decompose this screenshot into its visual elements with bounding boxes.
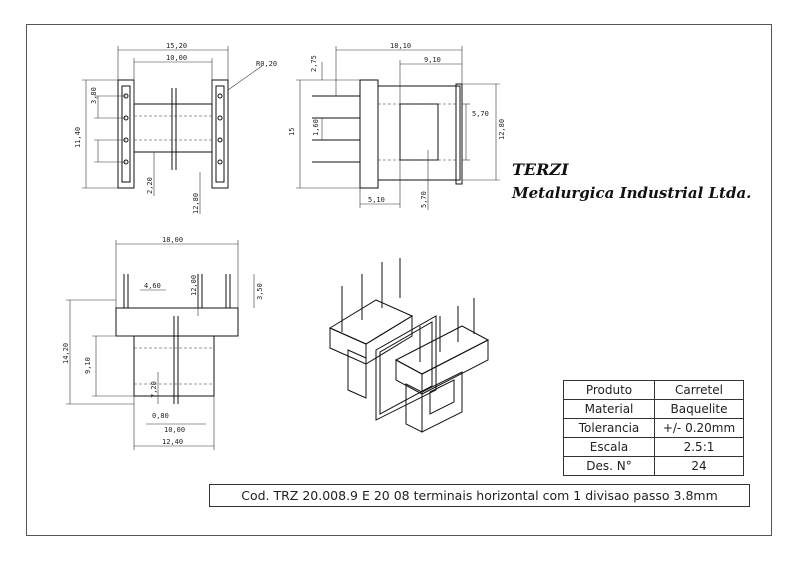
spec-value: 2.5:1 <box>654 437 744 457</box>
dim-top-height: 11,40 <box>74 127 82 148</box>
dim-top-overall: 15,20 <box>166 42 187 50</box>
dim-top-pitch: 3,80 <box>90 87 98 104</box>
dim-side-inner: 9,10 <box>424 56 441 64</box>
spec-key: Material <box>563 399 655 419</box>
spec-value: 24 <box>654 456 744 476</box>
spec-table: Produto Carretel Material Baquelite Tole… <box>563 380 744 476</box>
spec-row-material: Material Baquelite <box>563 399 744 419</box>
dim-top-gap: 2,20 <box>146 177 154 194</box>
dim-front-bottom-inner: 10,00 <box>164 426 185 434</box>
dim-top-radius: R0,20 <box>256 60 277 68</box>
dim-front-pin: 12,00 <box>190 275 198 296</box>
dim-front-left-low: 7,20 <box>150 381 158 398</box>
dim-top-pin: 12,80 <box>192 193 200 214</box>
spec-value: Baquelite <box>654 399 744 419</box>
dim-side-overall: 18,10 <box>390 42 411 50</box>
spec-key: Des. N° <box>563 456 655 476</box>
dim-front-overall: 18,00 <box>162 236 183 244</box>
spec-value: Carretel <box>654 380 744 400</box>
spec-row-tolerancia: Tolerancia +/- 0.20mm <box>563 418 744 438</box>
spec-key: Escala <box>563 437 655 457</box>
front-view: 18,00 4,60 12,00 3,50 14,20 9,10 7,20 0,… <box>62 236 264 450</box>
company-name: TERZI <box>512 160 569 179</box>
dim-front-height: 14,20 <box>62 343 70 364</box>
dim-front-slot: 0,80 <box>152 412 169 420</box>
spec-key: Produto <box>563 380 655 400</box>
dim-side-height: 15 <box>288 128 296 136</box>
product-code-line: Cod. TRZ 20.008.9 E 20 08 terminais hori… <box>209 484 750 507</box>
dim-side-window: 5,70 <box>472 110 489 118</box>
isometric-view <box>328 258 490 433</box>
dim-front-body: 9,10 <box>84 357 92 374</box>
spec-row-produto: Produto Carretel <box>563 380 744 400</box>
dim-side-right: 12,80 <box>498 119 506 140</box>
dim-side-bottom-left: 5,10 <box>368 196 385 204</box>
dim-top-inner: 10,00 <box>166 54 187 62</box>
spec-row-escala: Escala 2.5:1 <box>563 437 744 457</box>
top-view: 15,20 10,00 R0,20 3,80 11,40 2,20 12,80 <box>74 42 277 214</box>
dim-side-bottom-right: 5,70 <box>420 191 428 208</box>
dim-side-top: 2,75 <box>310 55 318 72</box>
spec-row-des-n: Des. N° 24 <box>563 456 744 476</box>
dim-front-top-right: 3,50 <box>256 283 264 300</box>
drawing-border <box>26 24 772 536</box>
dim-side-mid: 1,60 <box>312 119 320 136</box>
side-view: 18,10 9,10 2,75 15 1,60 5,70 12,80 5,10 … <box>288 42 506 210</box>
spec-key: Tolerancia <box>563 418 655 438</box>
dim-front-inner: 4,60 <box>144 282 161 290</box>
dim-front-bottom-outer: 12,40 <box>162 438 183 446</box>
company-subtitle: Metalurgica Industrial Ltda. <box>512 184 752 202</box>
spec-value: +/- 0.20mm <box>654 418 744 438</box>
